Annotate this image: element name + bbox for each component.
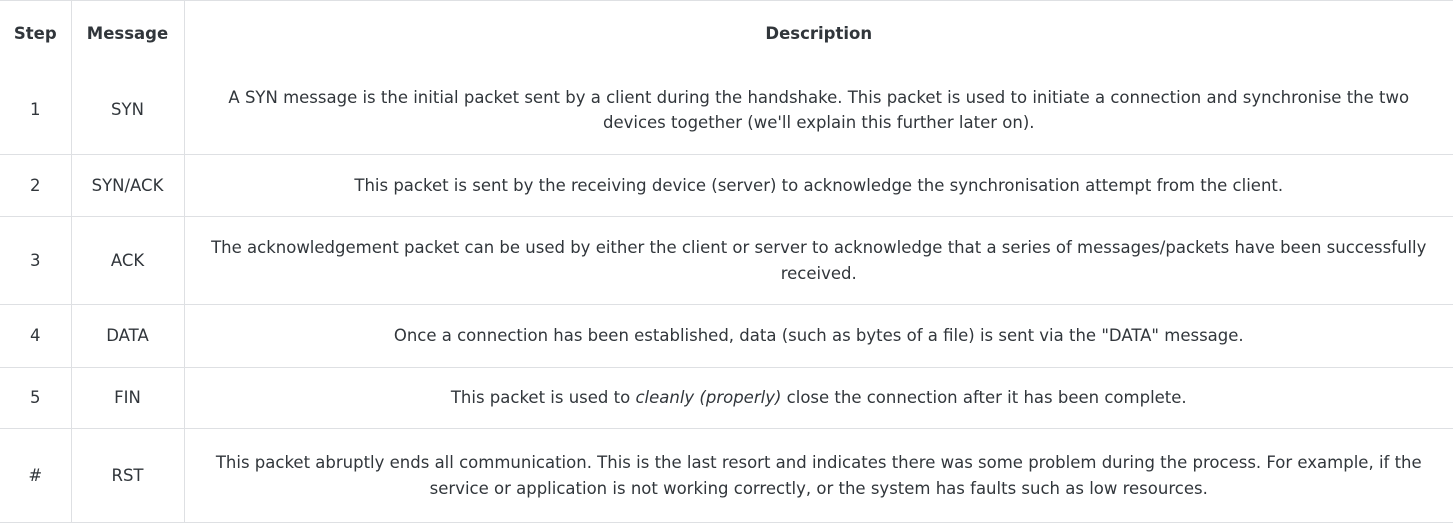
cell-step: 4 (0, 304, 72, 368)
description-text: The acknowledgement packet can be used b… (211, 237, 1427, 283)
description-text: This packet is used to (450, 388, 636, 408)
table-header: Step Message Description (0, 0, 1453, 67)
description-emphasis: cleanly (properly) (635, 388, 782, 408)
cell-message: SYN (71, 66, 185, 155)
description-text: This packet is sent by the receiving dev… (354, 175, 1284, 195)
cell-step: 3 (0, 216, 72, 305)
column-header-description: Description (765, 23, 873, 43)
cell-step: 2 (0, 154, 72, 217)
table-row: 2 SYN/ACK This packet is sent by the rec… (0, 154, 1453, 217)
table-row: 3 ACK The acknowledgement packet can be … (0, 216, 1453, 305)
cell-description: This packet abruptly ends all communicat… (184, 429, 1453, 523)
table-row: # RST This packet abruptly ends all comm… (0, 428, 1453, 523)
description-text: Once a connection has been established, … (393, 326, 1244, 346)
cell-step: 1 (0, 66, 72, 155)
cell-description: This packet is sent by the receiving dev… (184, 154, 1453, 217)
table-row: 5 FIN This packet is used to cleanly (pr… (0, 367, 1453, 429)
cell-description: This packet is used to cleanly (properly… (184, 367, 1453, 429)
cell-message: DATA (71, 304, 185, 368)
cell-message: SYN/ACK (71, 154, 185, 217)
table-row: 4 DATA Once a connection has been establ… (0, 304, 1453, 368)
cell-step: 5 (0, 367, 72, 429)
description-text: This packet abruptly ends all communicat… (215, 452, 1422, 498)
table-body: 1 SYN A SYN message is the initial packe… (0, 66, 1453, 523)
cell-step: # (0, 428, 72, 523)
cell-description: A SYN message is the initial packet sent… (184, 66, 1453, 155)
table-header-row: Step Message Description (0, 0, 1453, 67)
column-header-step: Step (0, 0, 72, 67)
cell-message: ACK (71, 216, 185, 305)
cell-message: FIN (71, 367, 185, 429)
cell-description: Once a connection has been established, … (184, 304, 1453, 368)
description-text-tail: close the connection after it has been c… (781, 388, 1187, 408)
description-text: A SYN message is the initial packet sent… (228, 87, 1410, 133)
table-row: 1 SYN A SYN message is the initial packe… (0, 66, 1453, 155)
cell-message: RST (71, 428, 185, 523)
cell-description: The acknowledgement packet can be used b… (184, 216, 1453, 305)
column-header-message: Message (71, 0, 185, 67)
